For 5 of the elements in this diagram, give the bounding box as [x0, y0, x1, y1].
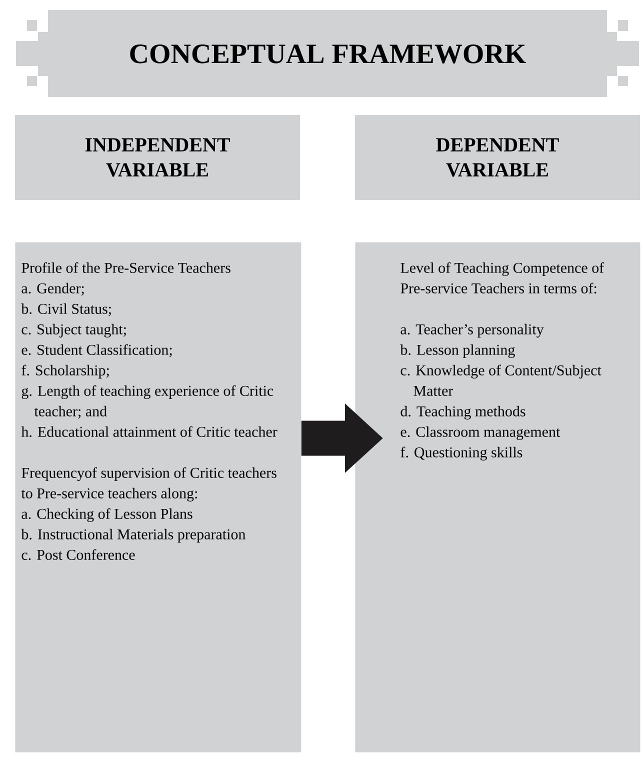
- header-box: DEPENDENT VARIABLE: [355, 115, 640, 200]
- content-box: Level of Teaching Competence of Pre-service Teachers in terms of: a. Teacher’s personality b. Lesson planning c. Knowledge of Content/Subject Matter d. Teaching methods e. Classroom management f. Questioning skills: [355, 242, 640, 752]
- title: CONCEPTUAL FRAMEWORK: [130, 44, 526, 64]
- header-box: INDEPENDENT VARIABLE: [15, 115, 300, 200]
- content-box: Profile of the Pre-Service Teachers a. Gender; b. Civil Status; c. Subject taught; e. Student Classification; f. Scholarship; g. Length of teaching experience of Critic teacher; and h. Educational attainment of Critic teacher Frequencyof supervision of Critic teachers to Pre-service teachers along: a. Checking of Lesson Plans b. Instructional Materials preparation c. Post Conference: [15, 242, 302, 752]
